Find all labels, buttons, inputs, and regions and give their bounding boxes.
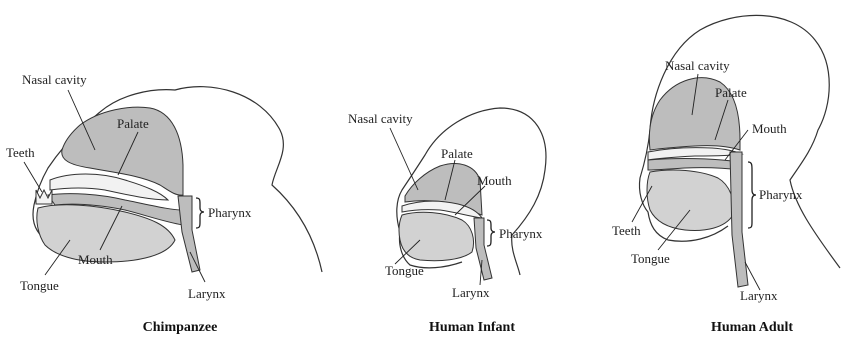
infant-label-pharynx: Pharynx [499, 226, 543, 241]
infant-tongue [399, 212, 474, 260]
chimpanzee-label-larynx: Larynx [188, 286, 226, 301]
infant-label-mouth: Mouth [477, 173, 512, 188]
infant-label-tongue: Tongue [385, 263, 424, 278]
human-adult-panel: Nasal cavity Palate Mouth Pharynx Teeth … [612, 15, 840, 335]
adult-label-teeth: Teeth [612, 223, 641, 238]
adult-pharynx [730, 152, 748, 287]
adult-label-mouth: Mouth [752, 121, 787, 136]
adult-label-nasal-cavity: Nasal cavity [665, 58, 730, 73]
chimpanzee-pharynx [178, 196, 200, 272]
adult-label-tongue: Tongue [631, 251, 670, 266]
adult-label-palate: Palate [715, 85, 747, 100]
adult-mouth [648, 159, 742, 171]
chimpanzee-title: Chimpanzee [143, 320, 218, 335]
adult-pharynx-brace [748, 162, 756, 228]
infant-pharynx [474, 218, 492, 280]
chimpanzee-pharynx-brace [196, 198, 204, 228]
chimpanzee-label-pharynx: Pharynx [208, 205, 252, 220]
human-infant-panel: Nasal cavity Palate Mouth Pharynx Tongue… [348, 108, 546, 335]
infant-label-nasal-cavity: Nasal cavity [348, 111, 413, 126]
chimpanzee-label-mouth: Mouth [78, 252, 113, 267]
chimpanzee-panel: Nasal cavity Teeth Palate Pharynx Mouth … [6, 72, 322, 335]
adult-label-pharynx: Pharynx [759, 187, 803, 202]
adult-title: Human Adult [711, 320, 793, 335]
adult-label-larynx: Larynx [740, 288, 778, 303]
chimpanzee-label-tongue: Tongue [20, 278, 59, 293]
adult-tongue [647, 170, 733, 230]
chimpanzee-label-teeth: Teeth [6, 145, 35, 160]
infant-label-palate: Palate [441, 146, 473, 161]
chimpanzee-label-nasal-cavity: Nasal cavity [22, 72, 87, 87]
infant-title: Human Infant [429, 320, 515, 335]
chimpanzee-teeth [36, 190, 52, 204]
infant-label-larynx: Larynx [452, 285, 490, 300]
chimpanzee-label-palate: Palate [117, 116, 149, 131]
infant-pharynx-brace [487, 220, 495, 246]
